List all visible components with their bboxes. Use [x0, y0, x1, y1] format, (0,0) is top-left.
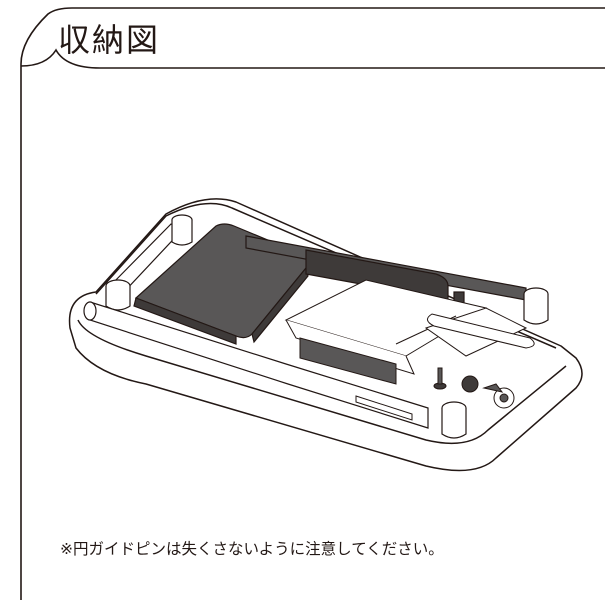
dark-plate [133, 223, 310, 345]
caution-note: ※円ガイドピンは失くさないように注意してください。 [60, 540, 444, 558]
side-slot [355, 313, 535, 421]
dial-parts [461, 375, 515, 409]
back-wall [105, 214, 193, 311]
page-title: 収納図 [58, 21, 161, 59]
guide-pin [433, 367, 447, 390]
front-rail [83, 301, 429, 429]
storage-tray-illustration [68, 198, 583, 472]
front-post [441, 287, 549, 439]
